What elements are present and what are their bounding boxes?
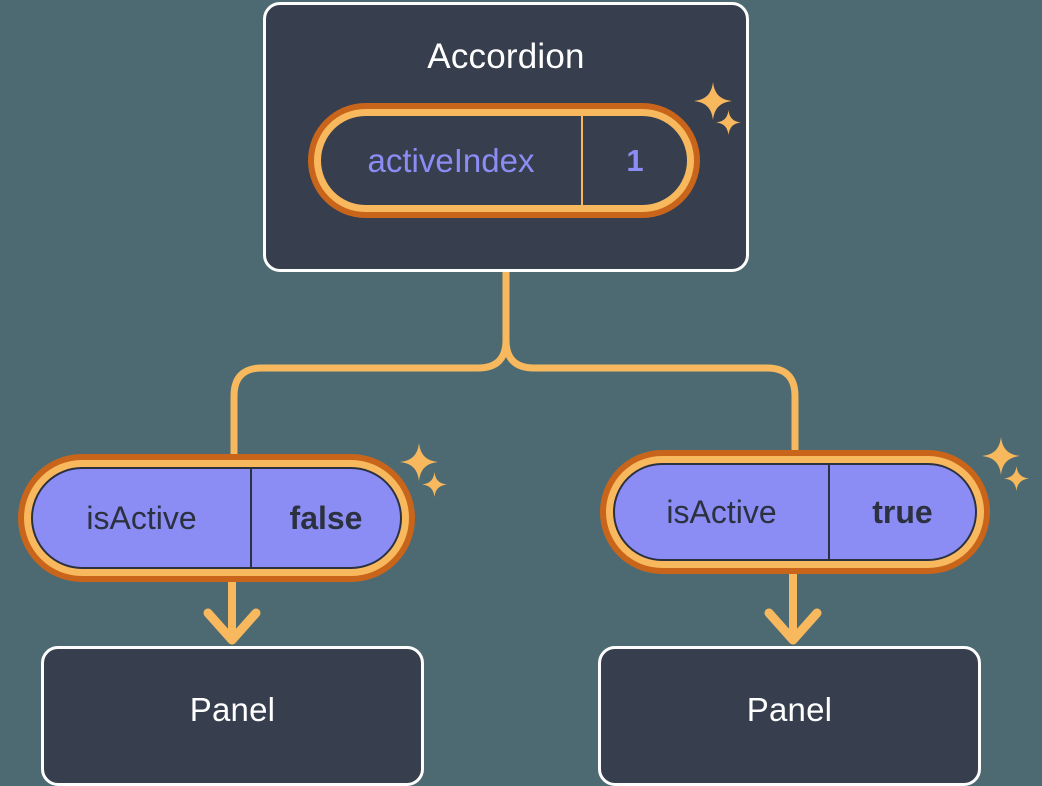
- sparkle-large-icon: [982, 437, 1020, 475]
- arrow-head-left: [203, 608, 261, 645]
- state-key-label: isActive: [615, 465, 830, 559]
- component-card-panel-right[interactable]: Panel: [598, 646, 981, 786]
- diagram-canvas: Accordion activeIndex 1 isActive false: [18, 2, 1040, 786]
- state-value-label: false: [289, 499, 363, 536]
- sparkles-icon-right: [980, 437, 1040, 507]
- sparkle-small-icon: [1004, 466, 1029, 491]
- state-pill-active-index[interactable]: activeIndex 1: [308, 103, 700, 218]
- sparkle-small-icon: [422, 472, 447, 497]
- component-title-panel-left: Panel: [189, 691, 276, 728]
- state-key-label: isActive: [33, 469, 252, 567]
- pill-body: isActive false: [31, 467, 402, 569]
- sparkle-large-icon: [400, 443, 438, 481]
- component-title-panel-right: Panel: [746, 691, 833, 728]
- state-value-label: true: [872, 493, 933, 530]
- arrow-head-right: [764, 608, 822, 645]
- state-key-label: activeIndex: [321, 116, 583, 205]
- component-card-panel-left[interactable]: Panel: [41, 646, 424, 786]
- state-pill-is-active-right[interactable]: isActive true: [600, 450, 990, 574]
- connector-root-to-left: [230, 268, 510, 459]
- pill-body: isActive true: [613, 463, 977, 561]
- pill-body: activeIndex 1: [321, 116, 687, 205]
- state-pill-is-active-left[interactable]: isActive false: [18, 454, 415, 582]
- connector-root-to-right: [502, 268, 799, 456]
- component-title-accordion: Accordion: [427, 37, 585, 76]
- state-value-label: 1: [626, 142, 644, 178]
